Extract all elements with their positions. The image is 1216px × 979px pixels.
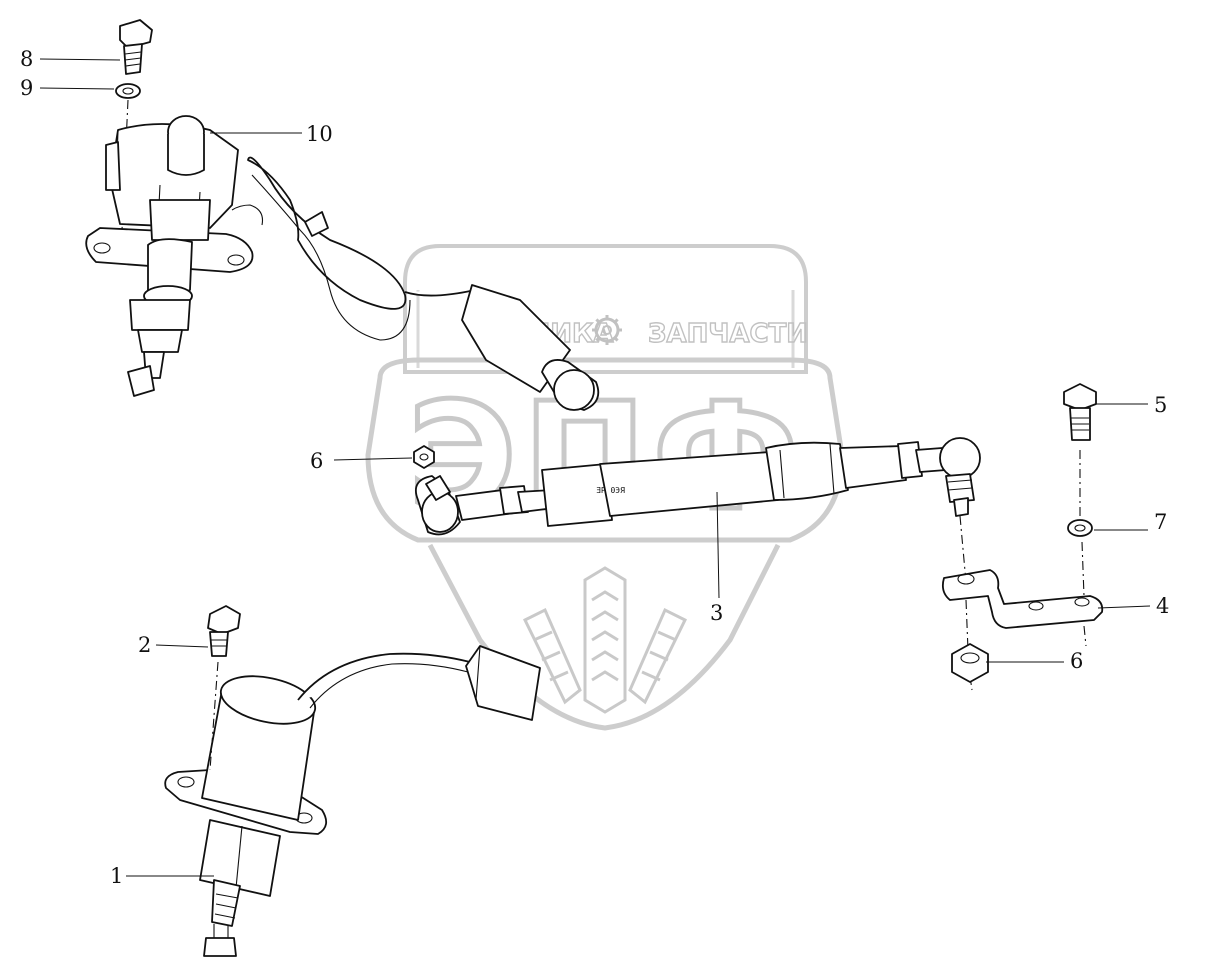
part-4-bracket: [941, 515, 1104, 691]
callouts: 8 9 10 6 3 5 7 4 6 2 1: [20, 47, 1169, 888]
callout-4: 4: [1156, 594, 1169, 618]
gear-icon: [592, 315, 622, 345]
part-9-washer: [115, 83, 141, 99]
callout-6-upper: 6: [310, 449, 323, 473]
part-6-nut-upper: [413, 445, 435, 469]
callout-5: 5: [1154, 393, 1167, 417]
callout-9: 9: [20, 76, 33, 100]
callout-3: 3: [710, 601, 723, 625]
callout-2: 2: [138, 633, 151, 657]
part-2-bolt: [207, 605, 241, 771]
callout-6-lower: 6: [1070, 649, 1083, 673]
watermark-top-right: ЗАПЧАСТИ: [648, 319, 808, 349]
callout-1: 1: [110, 864, 123, 888]
part-1-stop-solenoid: [164, 645, 541, 957]
part-7-spring-washer: [1067, 519, 1093, 537]
part-6-nut-lower: [951, 643, 989, 683]
leader-lines: [39, 58, 1151, 877]
callout-10: 10: [306, 122, 333, 146]
part-3-actuator: ƎP 0ЭЯ: [414, 437, 981, 536]
wheat-emblem: [523, 566, 687, 714]
part-5-bolt: [1063, 383, 1097, 647]
callout-8: 8: [20, 47, 33, 71]
callout-7: 7: [1154, 510, 1167, 534]
part-8-bolt: [119, 19, 153, 75]
actuator-marking: ƎP 0ЭЯ: [596, 486, 625, 495]
part-10-solenoid-valve: [85, 99, 600, 411]
